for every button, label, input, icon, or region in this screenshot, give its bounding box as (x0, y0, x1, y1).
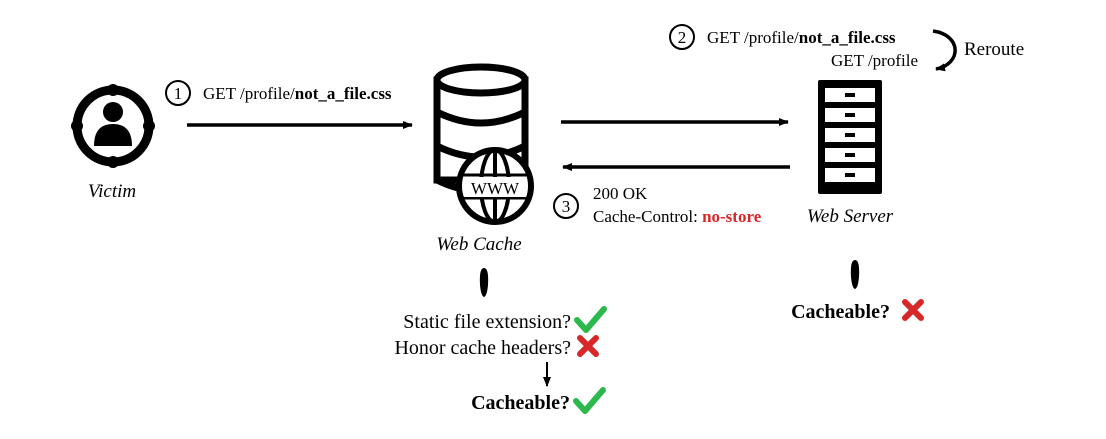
reroute-label: Reroute (964, 39, 1024, 60)
step-1-request: GET /profile/not_a_file.css (203, 84, 392, 103)
victim-label: Victim (88, 181, 136, 202)
svg-text:2: 2 (678, 28, 687, 47)
step-3-status: 200 OK (593, 184, 648, 203)
svg-text:1: 1 (174, 84, 183, 103)
check-honor-headers: Honor cache headers? (394, 337, 571, 359)
database-globe-icon: WWW (433, 63, 534, 225)
step-1-badge: 1 (165, 80, 191, 106)
cache-cacheable-result: Cacheable? (471, 392, 570, 414)
server-thought-marker (850, 260, 860, 289)
step-2-request: GET /profile/not_a_file.css (707, 28, 896, 47)
step-3-header: Cache-Control: no-store (593, 207, 762, 226)
victim-target-icon (71, 84, 155, 168)
step-2-badge: 2 (669, 24, 695, 50)
check-icon (573, 387, 606, 414)
svg-text:3: 3 (562, 197, 571, 216)
check-icon (574, 306, 607, 333)
check-static-extension: Static file extension? (403, 311, 571, 333)
cross-icon (577, 335, 599, 357)
server-cacheable-result: Cacheable? (791, 301, 890, 323)
reroute-curve-arrow (932, 29, 957, 72)
web-cache-label: Web Cache (436, 234, 521, 255)
cache-thought-marker (479, 268, 489, 297)
web-server-label: Web Server (807, 206, 894, 227)
server-rack-icon (818, 80, 882, 194)
globe-www-text: WWW (471, 179, 520, 198)
cross-icon (902, 299, 924, 321)
step-2-rerouted-request: GET /profile (831, 51, 918, 70)
step-3-badge: 3 (553, 193, 579, 219)
